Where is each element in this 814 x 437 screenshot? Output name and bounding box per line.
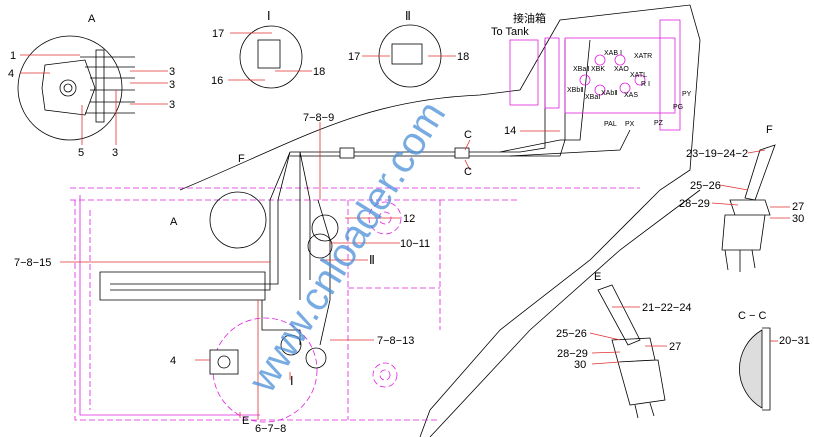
label-a: A [170,216,178,228]
port-py: PY [682,91,692,98]
joystick-f [711,144,790,272]
frame-inner-line [429,189,701,437]
port-xas: XAS [624,92,638,99]
label-6-7-8: 6−7−8 [255,423,286,435]
label-1: 1 [10,50,16,62]
port-pal: PAL [604,121,617,128]
detail-i-title: Ⅰ [267,9,271,23]
label-3: 3 [169,66,175,78]
section-c-label: C [464,129,472,141]
label-3: 3 [169,99,175,111]
detail-ii-title: Ⅱ [405,9,411,23]
label-21-22-24: 21−22−24 [642,302,692,314]
label-25-26: 25−26 [556,328,587,340]
frame-outline [179,4,701,437]
port-xba2: XBaⅡ [573,66,590,73]
port-r1: R Ⅰ [641,81,650,88]
label-28-29: 28−29 [679,198,710,210]
detail-ii [362,24,456,88]
section-c-label: C [464,166,472,178]
port-xba1: XBaⅠ [585,94,600,101]
port-xatl: XATL [630,72,647,79]
port-xao: XAO [614,66,629,73]
hydraulic-pipes [99,39,631,375]
detail-a [17,35,168,145]
to-tank-label-cn: 接油箱 [513,11,546,25]
label-16: 16 [211,75,223,87]
to-tank-label-en: To Tank [491,26,529,38]
tank-4 [209,349,239,375]
label-17: 17 [212,28,224,40]
detail-i [228,25,312,89]
label-25-26: 25−26 [690,180,721,192]
port-px: PX [625,121,635,128]
port-xbk: XBK [591,66,605,73]
view-e-title: E [594,271,601,283]
label-18: 18 [313,66,325,78]
port-pg: PG [673,104,683,111]
valve-block [509,19,681,131]
view-f-title: F [766,124,773,136]
label-5: 5 [78,147,84,159]
label-23-19-24-2: 23−19−24−2 [686,148,748,160]
label-17: 17 [348,51,360,63]
label-3: 3 [169,79,175,91]
label-18: 18 [457,51,469,63]
port-xatr: XATR [634,53,652,60]
detail-a-title: A [88,13,96,25]
label-ii: Ⅱ [369,253,375,267]
section-c-c-title: C − C [738,310,766,322]
port-xab2: XAbⅡ [601,90,618,97]
label-3: 3 [112,147,118,159]
label-30: 30 [574,359,586,371]
view-f-arrow-label: F [238,153,245,165]
label-7-8-15: 7−8−15 [14,257,51,269]
port-pz: PZ [654,120,664,127]
view-e-arrow-label: E [242,415,249,427]
label-i: Ⅰ [290,374,294,388]
port-xab1: XAB Ⅰ [604,50,622,57]
label-27: 27 [669,341,681,353]
label-7-8-9: 7−8−9 [303,112,334,124]
section-c-c [739,327,778,411]
label-20-31: 20−31 [779,335,810,347]
label-4: 4 [170,355,176,367]
pump-a [209,191,267,249]
label-10-11: 10−11 [400,238,430,250]
label-7-8-13: 7−8−13 [377,335,414,347]
label-14: 14 [504,125,516,137]
port-xbb2: XBbⅡ [567,87,584,94]
joystick-e [589,284,667,419]
label-30: 30 [792,213,804,225]
label-4: 4 [8,68,14,80]
label-12: 12 [403,213,415,225]
label-28-29: 28−29 [557,348,588,360]
label-27: 27 [792,201,804,213]
